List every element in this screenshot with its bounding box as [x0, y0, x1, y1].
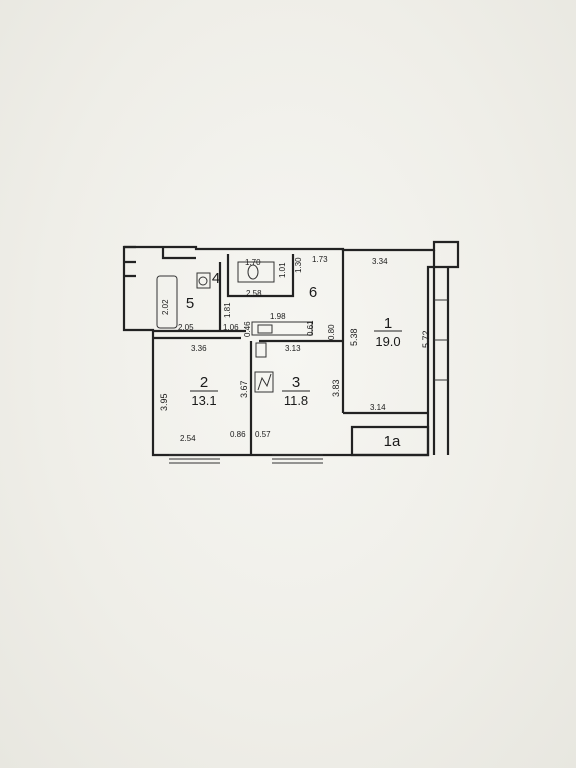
- outer-wall: [122, 240, 460, 457]
- window-room3: [272, 454, 323, 464]
- bathtub: [156, 275, 178, 329]
- dim-314: 3.14: [370, 403, 386, 412]
- room-3-number: 3: [292, 374, 300, 391]
- dim-181: 1.81: [223, 302, 232, 318]
- dim-202: 2.02: [161, 299, 170, 315]
- dim-254: 2.54: [180, 434, 196, 443]
- dim-046: 0.46: [243, 321, 252, 337]
- left-tab-wall: [124, 245, 136, 278]
- kitchen-stove: [257, 324, 273, 334]
- room-labels: 1 19.0 2 13.1 3 11.8 4 5 6 1а: [186, 270, 402, 450]
- dim-086: 0.86: [230, 430, 246, 439]
- wall-hall-bottom: [153, 336, 343, 343]
- dim-258: 2.58: [246, 289, 262, 298]
- fixtures: [156, 261, 313, 393]
- room-1-number: 1: [384, 315, 392, 332]
- room-4-number: 4: [212, 270, 220, 287]
- dim-205: 2.05: [178, 323, 194, 332]
- kitchen-counter: [251, 321, 313, 336]
- dim-061: 0.61: [306, 320, 315, 336]
- wc-tank: [237, 261, 275, 283]
- dim-173: 1.73: [312, 255, 328, 264]
- top-left-stub: [161, 247, 196, 260]
- dim-538: 5.38: [349, 328, 359, 346]
- dim-572: 5.72: [421, 330, 431, 348]
- dim-101: 1.01: [278, 262, 287, 278]
- dim-106: 1.06: [223, 323, 239, 332]
- wc-wall: [226, 254, 295, 298]
- dim-057: 0.57: [255, 430, 271, 439]
- window-room1: [434, 299, 448, 381]
- bath-sink-box: [196, 272, 211, 289]
- wc-bowl: [247, 264, 259, 280]
- loggia: [350, 425, 430, 457]
- dim-080: 0.80: [327, 324, 336, 340]
- ventilation-box: [255, 342, 267, 358]
- room-6-number: 6: [309, 284, 317, 301]
- room-2-number: 2: [200, 374, 208, 391]
- dim-130: 1.30: [294, 257, 303, 273]
- dim-395: 3.95: [159, 393, 169, 411]
- walls: [122, 240, 460, 457]
- room-2-area: 13.1: [191, 393, 216, 408]
- dim-367: 3.67: [239, 380, 249, 398]
- room-1a-number: 1а: [384, 433, 401, 450]
- windows: [169, 299, 448, 464]
- dim-336: 3.36: [191, 344, 207, 353]
- window-room2: [169, 454, 220, 464]
- dim-383: 3.83: [331, 379, 341, 397]
- room-3-area: 11.8: [284, 393, 308, 408]
- radiator-box: [254, 371, 274, 393]
- dimension-labels: 1.70 1.01 1.30 1.73 3.34 2.58 2.02 1.81 …: [159, 255, 431, 443]
- radiator-symbol: [257, 373, 272, 391]
- dim-313: 3.13: [285, 344, 301, 353]
- room-5-number: 5: [186, 295, 194, 312]
- room-1-area: 19.0: [375, 334, 400, 349]
- dim-334: 3.34: [372, 257, 388, 266]
- bath-sink: [198, 276, 208, 286]
- dim-198: 1.98: [270, 312, 286, 321]
- dim-170: 1.70: [245, 258, 261, 267]
